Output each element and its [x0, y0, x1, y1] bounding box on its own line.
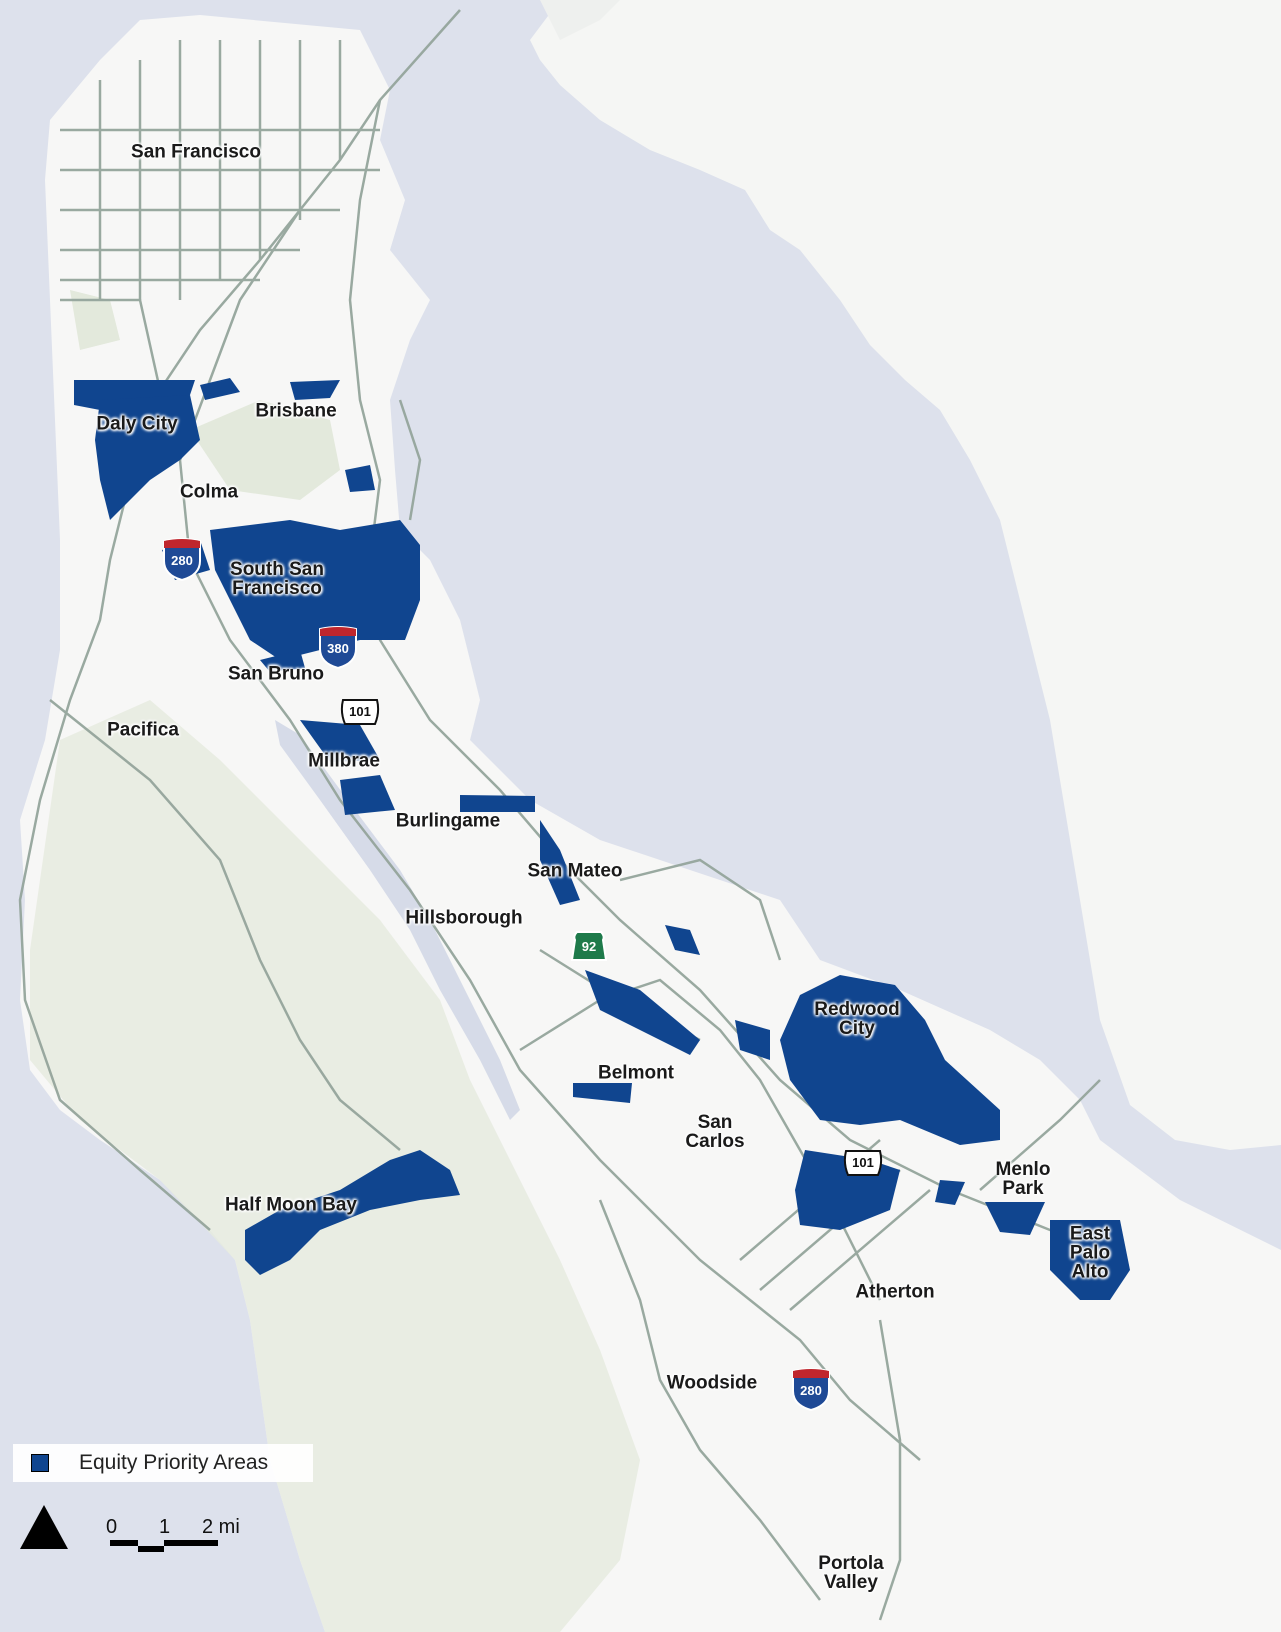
equity-priority-areas [74, 378, 1130, 1300]
reservoir [275, 720, 520, 1120]
place-label-pacifica: Pacifica [107, 719, 179, 741]
epa-half-moon-bay [245, 1150, 460, 1275]
place-label-brisbane: Brisbane [255, 400, 337, 422]
scale-bar: 0 1 2 mi [104, 1516, 254, 1556]
place-label-san-bruno: San Bruno [227, 663, 325, 685]
scale-tick-1: 1 [159, 1516, 171, 1538]
place-label-atherton: Atherton [855, 1281, 935, 1303]
epa-ssf [210, 520, 420, 660]
shield-number: 280 [800, 1383, 822, 1398]
interstate-380-shield: 380 [317, 625, 359, 669]
interstate-280-shield: 280 [161, 537, 203, 581]
epa-brisbane-west [200, 378, 240, 400]
place-label-belmont: Belmont [598, 1062, 674, 1084]
place-label-daly-city: Daly City [96, 413, 178, 435]
epa-redwood-shores [780, 975, 1000, 1145]
epa-foster-city [665, 925, 700, 955]
epa-burlingame-east [460, 795, 535, 812]
epa-millbrae [300, 720, 380, 762]
epa-brisbane [290, 380, 340, 400]
shield-number: 92 [581, 939, 597, 954]
legend-label: Equity Priority Areas [79, 1451, 269, 1474]
place-label-redwood-city: Redwood City [814, 999, 900, 1039]
place-label-south-san-francisco: South San Francisco [230, 559, 324, 599]
legend: Equity Priority Areas [13, 1444, 313, 1482]
east-bay-upper [540, 0, 620, 40]
place-label-san-carlos: San Carlos [685, 1112, 745, 1152]
scale-bar-graphic [110, 1540, 218, 1552]
place-label-half-moon-bay: Half Moon Bay [225, 1194, 357, 1216]
scale-tick-2: 2 mi [202, 1516, 240, 1538]
epa-san-bruno [260, 650, 305, 672]
epa-belmont [573, 1083, 632, 1103]
place-label-woodside: Woodside [666, 1372, 758, 1394]
open-space-west [30, 700, 640, 1632]
us-101-shield: 101 [339, 698, 381, 726]
us-101-south-shield: 101 [842, 1149, 884, 1177]
shield-number: 101 [852, 1155, 874, 1170]
place-label-millbrae: Millbrae [308, 750, 380, 772]
interstate-280-south-shield: 280 [790, 1367, 832, 1411]
north-arrow-icon [20, 1505, 68, 1549]
epa-east-palo-alto [1050, 1220, 1130, 1300]
open-space-sf [70, 290, 120, 350]
shield-number: 380 [327, 641, 349, 656]
ca-92-shield: 92 [571, 930, 607, 964]
epa-redwood-city-south [735, 1020, 770, 1060]
place-label-hillsborough: Hillsborough [405, 907, 523, 929]
epa-menlo-small [935, 1180, 965, 1205]
epa-burlingame [340, 775, 395, 815]
open-space-san-bruno-mtn [190, 400, 340, 500]
place-label-san-francisco: San Francisco [131, 141, 261, 163]
place-label-colma: Colma [179, 481, 239, 503]
place-label-portola-valley: Portola Valley [818, 1553, 884, 1593]
shield-number: 101 [349, 704, 371, 719]
place-label-san-mateo: San Mateo [527, 860, 623, 882]
epa-san-mateo-south [585, 970, 700, 1055]
epa-colma-small [345, 465, 375, 492]
east-bay-land [530, 0, 1281, 1150]
place-label-menlo-park: Menlo Park [995, 1159, 1051, 1199]
legend-swatch-equity-priority-areas [31, 1454, 49, 1472]
place-label-east-palo-alto: East Palo Alto [1069, 1223, 1111, 1283]
place-label-burlingame: Burlingame [395, 810, 501, 832]
scale-tick-0: 0 [106, 1516, 118, 1538]
epa-daly-city [95, 395, 200, 520]
epa-san-mateo [540, 820, 580, 905]
shield-number: 280 [171, 553, 193, 568]
epa-menlo-park [985, 1202, 1045, 1235]
